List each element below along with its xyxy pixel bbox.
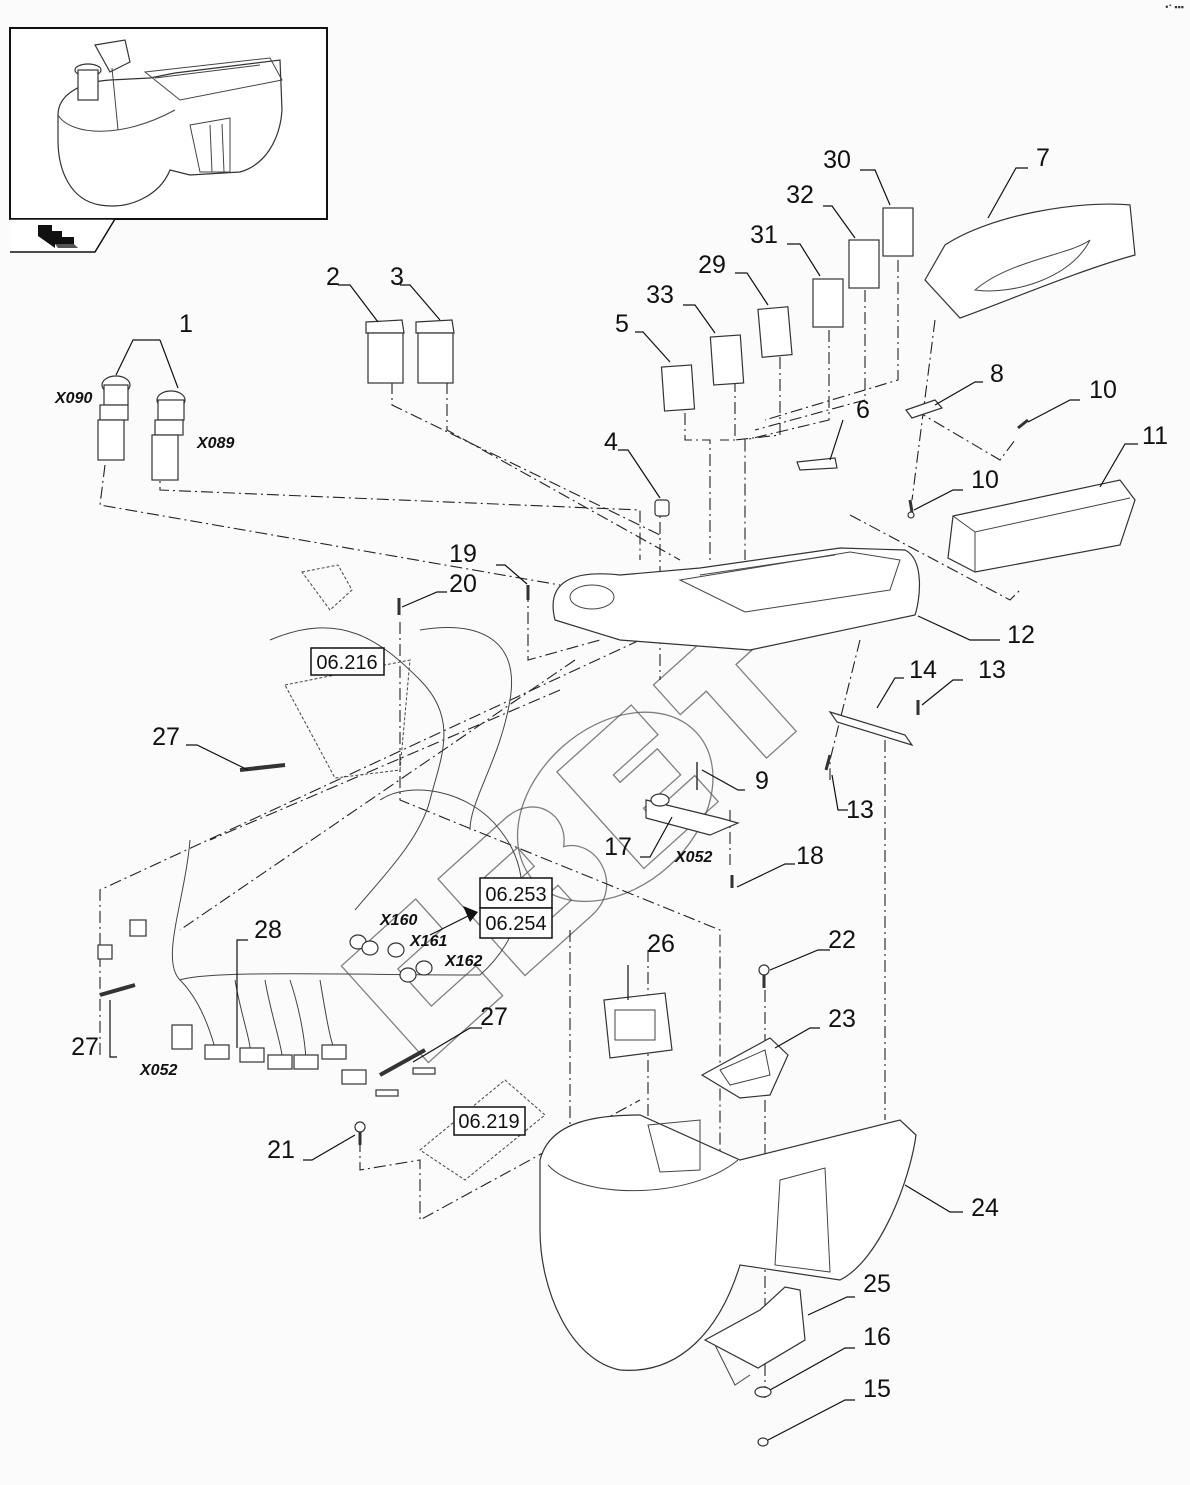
callout-4[interactable]: 4 [604,428,618,456]
reference-arrow-icon [463,906,478,922]
callout-17[interactable]: 17 [604,833,632,861]
callout-26[interactable]: 26 [647,930,675,958]
callout-9[interactable]: 9 [755,767,769,795]
part-1-connector-x090[interactable] [97,375,131,461]
callout-6[interactable]: 6 [856,396,870,424]
part-23-plate[interactable] [700,1037,789,1099]
part-17-control-board[interactable] [645,793,740,836]
connector-label-x089: X089 [196,435,234,452]
callout-25[interactable]: 25 [863,1270,891,1298]
callout-11[interactable]: 11 [1142,422,1168,450]
assembly-lines [99,260,1021,1400]
back-arrow-icon[interactable] [38,225,78,248]
callout-2[interactable]: 2 [326,263,340,291]
part-2-switch[interactable] [365,319,405,384]
reference-06-219[interactable]: 06.219 [458,1111,519,1133]
part-29-switch[interactable] [757,306,793,358]
callout-10-upper[interactable]: 10 [1089,376,1117,404]
callout-27-left[interactable]: 27 [71,1033,99,1061]
part-8-clip[interactable] [905,399,944,419]
callout-30[interactable]: 30 [823,146,851,174]
callout-29[interactable]: 29 [698,251,726,279]
connector-label-x052-board: X052 [674,849,712,866]
fuse-block[interactable] [375,1067,546,1181]
part-33-switch[interactable] [709,334,745,386]
callout-22[interactable]: 22 [828,926,856,954]
connector-label-x052-harness: X052 [139,1062,177,1079]
callout-10-lower[interactable]: 10 [971,466,999,494]
reference-box-06-219[interactable]: 06.219 [453,1106,526,1136]
reference-box-06-216[interactable]: 06.216 [310,647,385,676]
callout-13-upper[interactable]: 13 [978,656,1006,684]
callout-3[interactable]: 3 [390,263,404,291]
thumbnail-panel[interactable] [9,27,328,253]
corner-mark: •ᐩ ▪▪▪ [1165,2,1184,12]
callout-23[interactable]: 23 [828,1005,856,1033]
part-13-screw-lower[interactable] [824,754,832,771]
part-27-cable-tie-left[interactable] [99,983,136,997]
connector-label-x090: X090 [54,390,92,407]
part-25-mounting-bracket[interactable] [703,1286,806,1386]
callout-31[interactable]: 31 [750,221,778,249]
callout-16[interactable]: 16 [863,1323,891,1351]
callout-21[interactable]: 21 [267,1136,295,1164]
callout-1[interactable]: 1 [179,310,193,338]
part-7-armrest-pad[interactable] [924,203,1136,319]
part-31-switch[interactable] [812,278,844,328]
part-11-storage-tray[interactable] [947,479,1136,573]
connectors-x160-x162[interactable] [349,934,433,983]
part-10-screw-lower[interactable] [907,499,915,519]
reference-06-253[interactable]: 06.253 [485,884,546,906]
callout-33[interactable]: 33 [646,281,674,309]
reference-06-216[interactable]: 06.216 [316,652,377,674]
part-32-switch[interactable] [848,239,880,289]
part-27-cable-tie-lower[interactable] [379,1048,426,1077]
part-4-knob[interactable] [654,499,670,517]
callout-5[interactable]: 5 [615,310,629,338]
callout-27-upper[interactable]: 27 [152,723,180,751]
callout-24[interactable]: 24 [971,1194,999,1222]
part-24-console-housing[interactable] [539,1114,917,1371]
callout-13-lower[interactable]: 13 [846,796,874,824]
reference-06-254[interactable]: 06.254 [485,913,546,935]
part-16-washer[interactable] [754,1386,772,1398]
part-6-cover[interactable] [796,457,838,471]
thumbnail-console-drawing [57,39,283,207]
joystick-assembly[interactable] [284,564,411,779]
callouts: 1 2 3 4 5 6 7 8 9 10 10 11 12 13 13 14 1… [71,144,1168,1403]
part-22-screw[interactable] [758,964,770,988]
watermark [340,610,798,1064]
callout-19[interactable]: 19 [449,540,477,568]
callout-7[interactable]: 7 [1036,144,1050,172]
part-15-nut[interactable] [757,1437,769,1447]
callout-18[interactable]: 18 [796,842,824,870]
callout-32[interactable]: 32 [786,181,814,209]
part-12-console-upper[interactable] [552,547,921,651]
callout-27-lower[interactable]: 27 [480,1003,508,1031]
callout-12[interactable]: 12 [1007,621,1035,649]
part-28-wiring-harness[interactable] [97,627,523,1085]
connector-label-x160: X160 [379,912,417,929]
callout-15[interactable]: 15 [863,1375,891,1403]
callout-8[interactable]: 8 [990,360,1004,388]
leader-lines [109,167,1138,1441]
connector-label-x161: X161 [409,933,447,950]
connector-label-x162: X162 [444,953,482,970]
part-10-screw-upper[interactable] [1017,418,1029,430]
callout-14[interactable]: 14 [909,656,937,684]
part-30-switch[interactable] [882,207,914,257]
part-1-connector-x089[interactable] [151,390,186,481]
part-26-switch-panel[interactable] [603,992,673,1059]
callout-20[interactable]: 20 [449,570,477,598]
callout-28[interactable]: 28 [254,916,282,944]
part-14-bracket[interactable] [828,710,914,747]
part-5-switch[interactable] [660,364,696,412]
part-21-bolt[interactable] [354,1121,366,1145]
connector-labels: X090 X089 X052 X052 X160 X161 X162 [54,390,712,1079]
reference-box-06-253-254[interactable]: 06.253 06.254 [479,877,553,939]
part-3-switch[interactable] [415,319,455,384]
